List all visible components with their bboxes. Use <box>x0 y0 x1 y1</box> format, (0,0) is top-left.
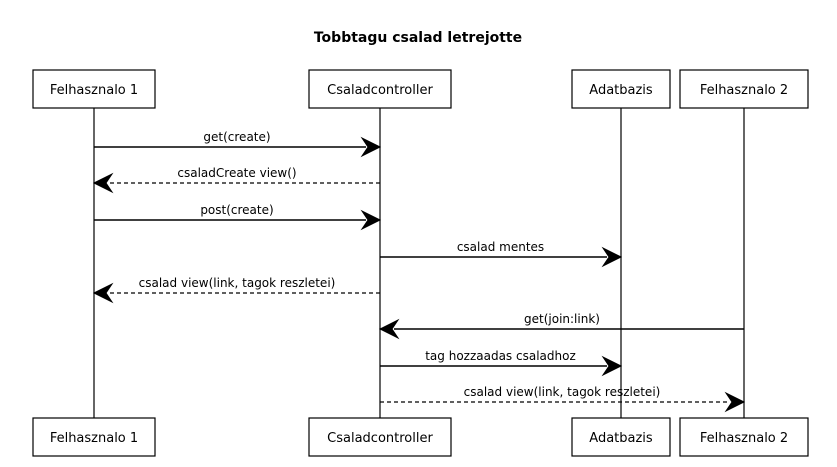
participant-label: Felhasznalo 1 <box>50 83 138 98</box>
participant-felhasznalo2-top: Felhasznalo 2 <box>679 69 809 109</box>
participant-label: Adatbazis <box>589 83 653 98</box>
participant-adatbazis-top: Adatbazis <box>571 69 671 109</box>
participant-felhasznalo1-top: Felhasznalo 1 <box>32 69 156 109</box>
messages: get(create) csaladCreate view() post(creat… <box>92 130 746 413</box>
message-label: get(create) <box>203 130 270 144</box>
participant-label: Felhasznalo 1 <box>50 431 138 446</box>
message-label: tag hozzaadas csaladhoz <box>425 349 576 363</box>
participant-box <box>571 69 671 109</box>
message-label: csalad mentes <box>457 240 544 254</box>
participant-box <box>679 69 809 109</box>
message-2: csaladCreate view() <box>92 166 380 194</box>
message-label: post(create) <box>200 203 273 217</box>
message-label: csaladCreate view() <box>177 166 296 180</box>
participant-csaladcontroller-top: Csaladcontroller <box>308 69 452 109</box>
arrow-head <box>601 355 623 377</box>
arrow-head <box>360 209 382 231</box>
participant-felhasznalo1-bottom: Felhasznalo 1 <box>32 417 156 457</box>
participant-box <box>32 69 156 109</box>
participant-box <box>571 417 671 457</box>
participant-box <box>679 417 809 457</box>
message-label: csalad view(link, tagok reszletei) <box>464 385 661 399</box>
message-7: tag hozzaadas csaladhoz <box>380 349 623 377</box>
message-label: csalad view(link, tagok reszletei) <box>139 276 336 290</box>
arrow-head <box>360 136 382 158</box>
message-8: csalad view(link, tagok reszletei) <box>380 385 746 413</box>
message-label: get(join:link) <box>524 312 600 326</box>
participant-csaladcontroller-bottom: Csaladcontroller <box>308 417 452 457</box>
arrow-head <box>378 318 400 340</box>
lifelines <box>93 108 745 418</box>
arrow-head <box>724 391 746 413</box>
message-4: csalad mentes <box>380 240 623 268</box>
message-1: get(create) <box>94 130 382 158</box>
arrow-head <box>601 246 623 268</box>
participants: Felhasznalo 1 Felhasznalo 1 Csaladcontroll… <box>32 69 809 457</box>
arrow-head <box>92 282 114 304</box>
message-6: get(join:link) <box>378 312 744 340</box>
participant-label: Adatbazis <box>589 431 653 446</box>
participant-label: Csaladcontroller <box>327 431 433 446</box>
participant-box <box>32 417 156 457</box>
participant-box <box>308 417 452 457</box>
participant-label: Csaladcontroller <box>327 83 433 98</box>
participant-adatbazis-bottom: Adatbazis <box>571 417 671 457</box>
message-3: post(create) <box>94 203 382 231</box>
participant-felhasznalo2-bottom: Felhasznalo 2 <box>679 417 809 457</box>
arrow-head <box>92 172 114 194</box>
diagram-title: Tobbtagu csalad letrejotte <box>314 30 522 46</box>
participant-box <box>308 69 452 109</box>
participant-label: Felhasznalo 2 <box>700 431 788 446</box>
participant-label: Felhasznalo 2 <box>700 83 788 98</box>
message-5: csalad view(link, tagok reszletei) <box>92 276 380 304</box>
